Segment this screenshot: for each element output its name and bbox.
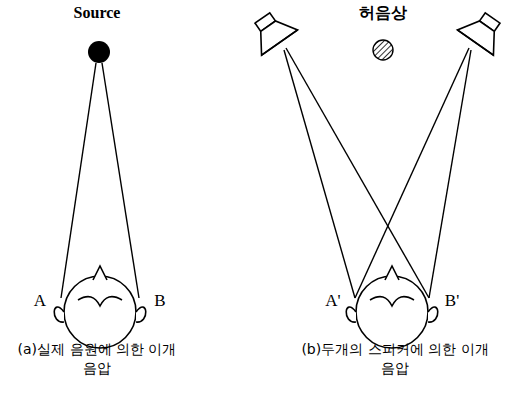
label-holder: B: [154, 290, 165, 313]
label-holder: B': [445, 290, 459, 313]
sound-path: [61, 63, 96, 298]
ear-label: A: [34, 290, 46, 313]
label-holder: 허음상: [359, 2, 407, 24]
source-dot: [88, 41, 110, 63]
ear-label: B': [445, 290, 459, 313]
phantom-image: [373, 40, 393, 60]
sound-path: [355, 48, 469, 298]
sound-path: [102, 63, 139, 298]
label-holder: A: [34, 290, 46, 313]
caption: (b)두개의 스피커에 의한 이개 음압: [293, 340, 498, 378]
speaker: [457, 5, 510, 55]
sound-path: [429, 50, 471, 298]
ear-label: A': [325, 290, 340, 313]
sound-path: [286, 48, 429, 298]
speaker: [244, 5, 297, 55]
source-label: Source: [74, 2, 121, 24]
listener-head: [346, 266, 438, 348]
label-holder: (a)실제 음원에 의한 이개 음압: [11, 340, 183, 378]
label-holder: Source: [74, 2, 121, 24]
sound-path: [284, 50, 355, 298]
phantom-label: 허음상: [359, 2, 407, 24]
label-holder: (b)두개의 스피커에 의한 이개 음압: [293, 340, 498, 378]
ear-label: B: [154, 290, 165, 313]
label-holder: A': [325, 290, 340, 313]
listener-head: [54, 266, 146, 348]
caption: (a)실제 음원에 의한 이개 음압: [11, 340, 183, 378]
